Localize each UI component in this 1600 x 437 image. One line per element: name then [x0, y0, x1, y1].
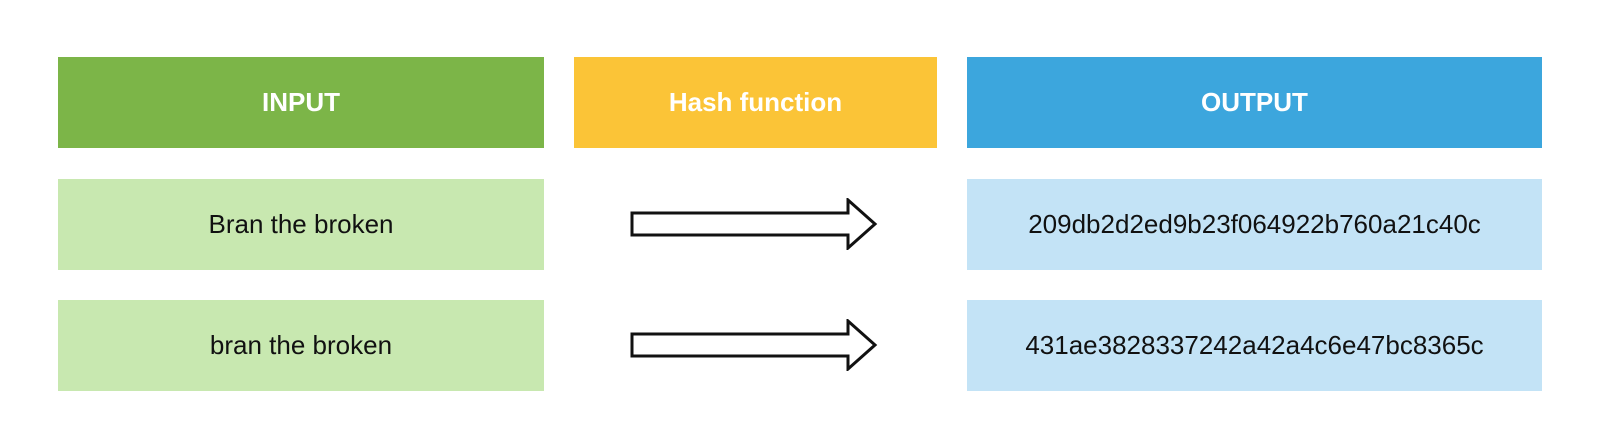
input-cell-1-text: Bran the broken: [208, 209, 394, 239]
hash-function-header-label: Hash function: [668, 87, 843, 117]
output-header-label: OUTPUT: [1201, 87, 1308, 117]
input-cell-2: bran the broken: [58, 300, 544, 391]
hash-function-header: Hash function: [574, 57, 937, 148]
output-cell-2-text: 431ae3828337242a42a4c6e47bc8365c: [1025, 330, 1484, 360]
output-cell-1: 209db2d2ed9b23f064922b760a21c40c: [967, 179, 1542, 270]
input-header-label: INPUT: [262, 87, 340, 117]
right-arrow-icon: [630, 319, 878, 371]
input-cell-2-text: bran the broken: [209, 330, 393, 360]
input-cell-1: Bran the broken: [58, 179, 544, 270]
output-header: OUTPUT: [967, 57, 1542, 148]
output-cell-2: 431ae3828337242a42a4c6e47bc8365c: [967, 300, 1542, 391]
right-arrow-icon: [630, 198, 878, 250]
input-header: INPUT: [58, 57, 544, 148]
output-cell-1-text: 209db2d2ed9b23f064922b760a21c40c: [1028, 209, 1481, 239]
